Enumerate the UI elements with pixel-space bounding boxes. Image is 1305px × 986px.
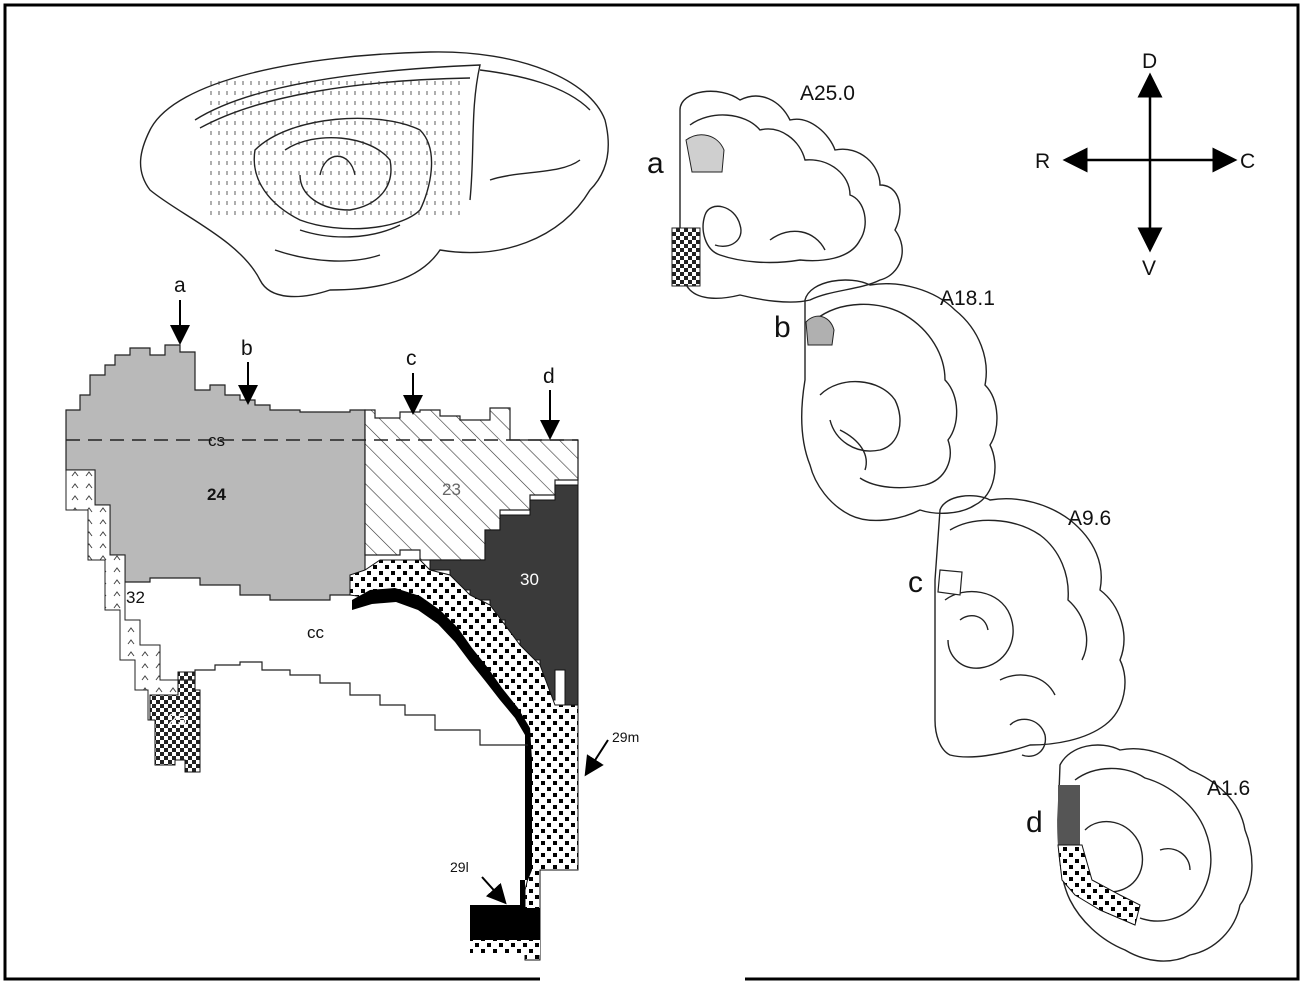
- section-a-mark: [686, 135, 724, 172]
- cingulate-flat-map: [66, 345, 578, 960]
- section-b-outline: [802, 280, 997, 520]
- section-a-area25-mark: [672, 228, 700, 286]
- frame-gap: [540, 972, 745, 986]
- section-d-mark: [1058, 785, 1080, 845]
- arrow-29l: [482, 877, 500, 897]
- label-area-23: 23: [442, 480, 461, 499]
- section-level-d: A1.6: [1207, 777, 1250, 800]
- section-c-mark: [938, 570, 962, 595]
- label-cs: cs: [208, 431, 225, 450]
- area-29l-bottom: [470, 905, 520, 940]
- arrow-label-c: c: [406, 347, 417, 370]
- section-label-d: d: [1026, 806, 1043, 839]
- compass-label-rostral: R: [1035, 150, 1050, 173]
- section-label-a: a: [647, 147, 664, 180]
- label-area-30: 30: [520, 570, 539, 589]
- cingulate-stippled-region: [210, 80, 460, 220]
- section-b-mark: [806, 316, 834, 345]
- arrow-29m: [590, 740, 608, 768]
- arrow-label-a: a: [174, 274, 186, 297]
- label-area-32: 32: [126, 588, 145, 607]
- coronal-sections: [680, 91, 1252, 961]
- section-a-outline: [680, 91, 902, 302]
- section-d-29-mark: [1058, 845, 1140, 925]
- compass-label-ventral: V: [1142, 257, 1156, 280]
- section-label-b: b: [774, 311, 791, 344]
- section-c-outline: [935, 496, 1125, 757]
- area-29m-bottom: [470, 940, 540, 955]
- section-level-c: A9.6: [1068, 507, 1111, 530]
- label-area-24: 24: [207, 485, 226, 504]
- label-cc: cc: [307, 623, 325, 642]
- compass-label-dorsal: D: [1142, 50, 1157, 73]
- section-level-b: A18.1: [940, 287, 995, 310]
- compass-label-caudal: C: [1240, 150, 1255, 173]
- label-area-29m: 29m: [612, 729, 639, 745]
- section-level-a: A25.0: [800, 82, 855, 105]
- label-area-25: 25: [168, 710, 187, 729]
- arrow-label-d: d: [543, 365, 555, 388]
- label-area-29l: 29l: [450, 859, 469, 875]
- arrow-label-b: b: [241, 337, 253, 360]
- corpus-callosum-outline: [178, 662, 528, 745]
- section-label-c: c: [908, 566, 923, 599]
- orientation-compass: [1075, 85, 1225, 240]
